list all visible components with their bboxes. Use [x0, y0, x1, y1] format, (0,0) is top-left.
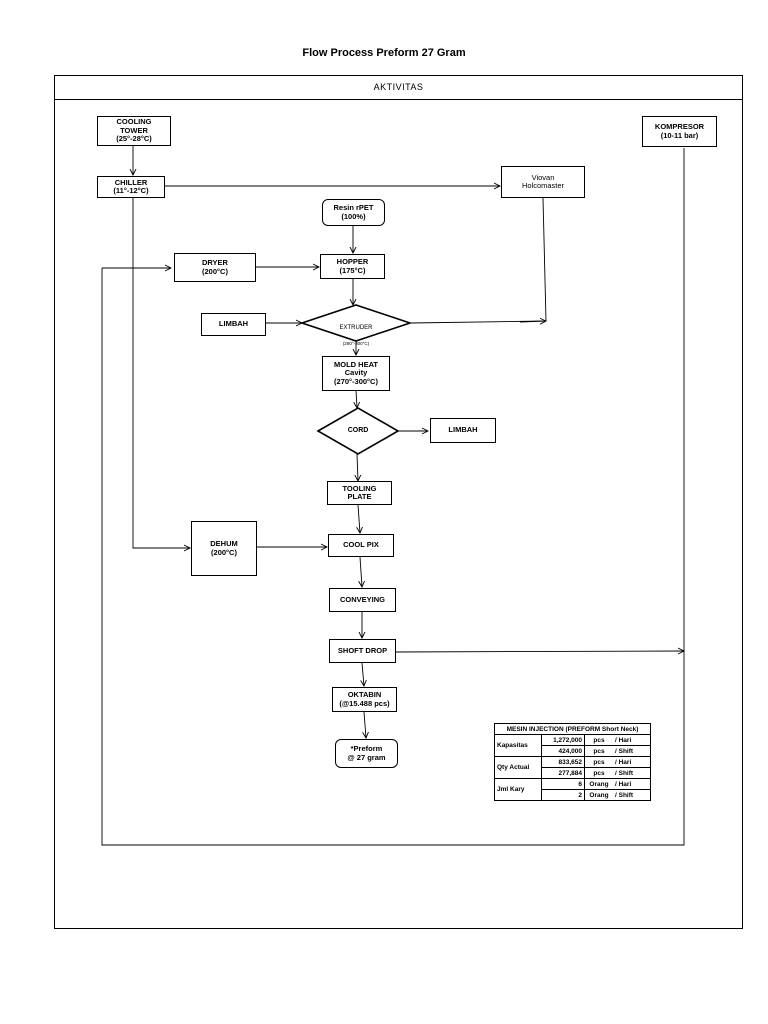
- resin-box: Resin rPET (100%): [322, 199, 385, 226]
- table-row: Jml Kary 6 Orang / Hari: [494, 778, 651, 801]
- cell-per: / Hari: [613, 734, 651, 746]
- extruder-label: EXTRUDER: [339, 325, 373, 331]
- row-label: Qty Actual: [494, 756, 542, 779]
- cell-value: 277,884: [541, 767, 585, 779]
- kompresor-box: KOMPRESOR (10-11 bar): [642, 116, 717, 147]
- arrowhead-viovan-extruder: [519, 321, 546, 322]
- row-label: Jml Kary: [494, 778, 542, 801]
- dehum-box: DEHUM (200°C): [191, 521, 257, 576]
- cell-value: 2: [541, 789, 585, 801]
- arrow-shoft-to-oktabin: [362, 662, 364, 686]
- table-row: Kapasitas 1,272,000 pcs / Hari: [494, 734, 651, 757]
- cell-value: 424,000: [541, 745, 585, 757]
- line-kompresor-loop: [101, 148, 685, 846]
- chiller-box: CHILLER (11°-12°C): [97, 176, 165, 198]
- cool-pix-box: COOL PIX: [328, 534, 394, 557]
- cell-value: 833,652: [541, 756, 585, 768]
- line-viovan-to-extruder: [410, 197, 547, 324]
- section-header: AKTIVITAS: [54, 75, 743, 100]
- cell-unit: pcs: [584, 734, 613, 746]
- arrow-cord-to-tooling: [357, 453, 358, 481]
- cell-per: / Shift: [613, 767, 651, 779]
- arrow-tooling-to-coolpix: [358, 504, 360, 533]
- cell-value: 1,272,000: [541, 734, 585, 746]
- cord-diamond: [316, 407, 400, 455]
- cell-unit: pcs: [584, 756, 613, 768]
- table-title: MESIN INJECTION (PREFORM Short Neck): [494, 723, 651, 735]
- cell-unit: Orang: [584, 778, 613, 790]
- cord-label: CORD: [347, 427, 369, 434]
- cell-per: / Hari: [613, 778, 651, 790]
- cell-unit: pcs: [584, 767, 613, 779]
- line-chiller-to-dehum: [132, 197, 190, 548]
- cell-per: / Shift: [613, 745, 651, 757]
- table-row: Qty Actual 833,652 pcs / Hari: [494, 756, 651, 779]
- limbah-box-2: LIMBAH: [430, 418, 496, 443]
- table-row: 2 Orang / Shift: [495, 789, 651, 801]
- shoft-drop-box: SHOFT DROP: [329, 639, 396, 663]
- machine-info-table: MESIN INJECTION (PREFORM Short Neck) Kap…: [494, 723, 651, 801]
- extruder-diamond: [299, 304, 413, 342]
- cell-unit: Orang: [584, 789, 613, 801]
- arrow-oktabin-to-preform: [364, 711, 366, 738]
- dryer-box: DRYER (200°C): [174, 253, 256, 282]
- table-row: 277,884 pcs / Shift: [495, 767, 651, 779]
- diagram-frame: [54, 75, 743, 929]
- arrow-coolpix-to-conveying: [360, 556, 362, 587]
- cell-per: / Shift: [613, 789, 651, 801]
- cell-unit: pcs: [584, 745, 613, 757]
- tooling-plate-box: TOOLING PLATE: [327, 481, 392, 505]
- hopper-box: HOPPER (175°C): [320, 254, 385, 279]
- mold-heat-box: MOLD HEAT Cavity (270°-300°C): [322, 356, 390, 391]
- cell-per: / Hari: [613, 756, 651, 768]
- cell-value: 6: [541, 778, 585, 790]
- arrow-mold-to-cord: [356, 389, 357, 408]
- extruder-temp: (280°-300°C): [342, 341, 370, 346]
- preform-box: *Preform @ 27 gram: [335, 739, 398, 768]
- oktabin-box: OKTABIN (@15.488 pcs): [332, 687, 397, 712]
- viovan-box: Viovan Holcomaster: [501, 166, 585, 198]
- arrow-shoft-to-right: [395, 651, 684, 652]
- page-title: Flow Process Preform 27 Gram: [302, 47, 466, 59]
- conveying-box: CONVEYING: [329, 588, 396, 612]
- cooling-tower-box: COOLING TOWER (25°-28°C): [97, 116, 171, 146]
- limbah-box-1: LIMBAH: [201, 313, 266, 336]
- row-label: Kapasitas: [494, 734, 542, 757]
